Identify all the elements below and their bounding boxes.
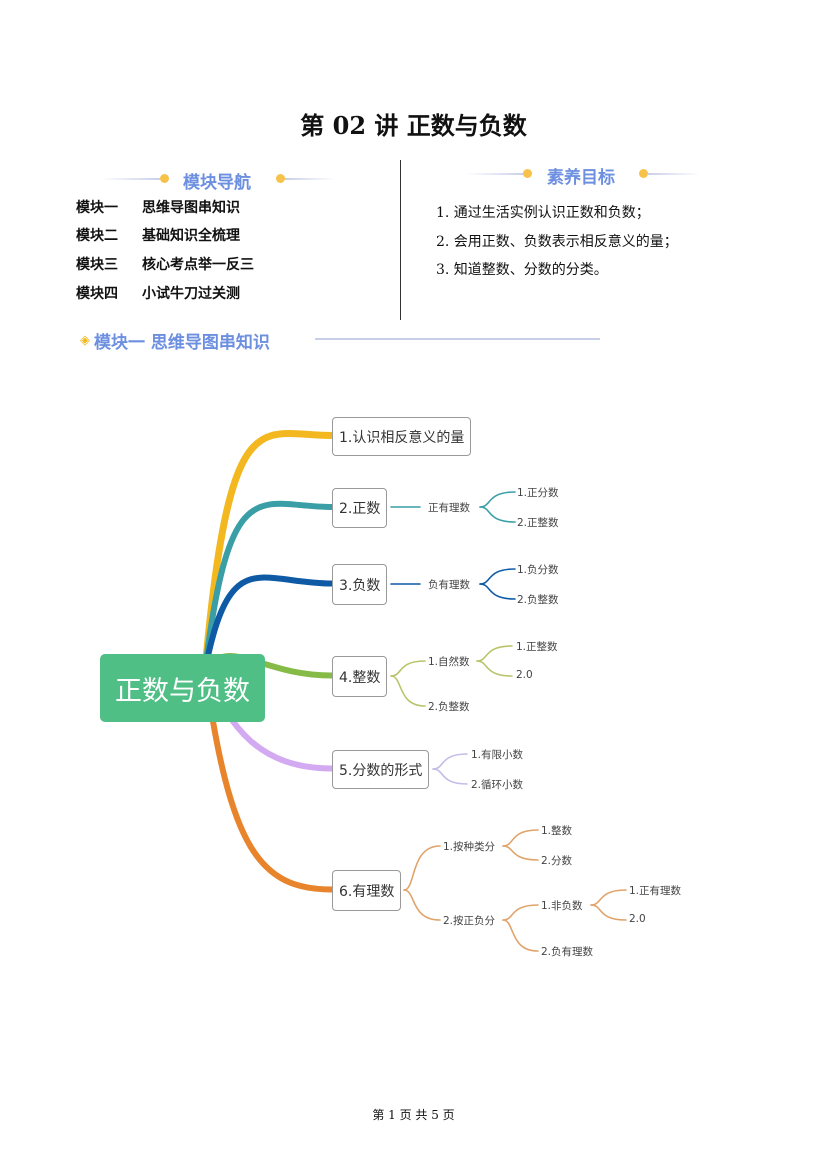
connector <box>403 889 441 921</box>
nav-module: 模块一 <box>76 200 118 216</box>
mindmap-leaf[interactable]: 1.正有理数 <box>629 885 682 897</box>
nav-name: 小试牛刀过关测 <box>142 286 240 302</box>
connector <box>476 645 513 662</box>
nav-item[interactable]: 模块一 思维导图串知识 <box>76 197 240 217</box>
mindmap-leaf[interactable]: 正有理数 <box>428 502 470 514</box>
mindmap-leaf[interactable]: 1.有限小数 <box>471 749 524 761</box>
mindmap-leaf[interactable]: 1.按种类分 <box>443 841 496 853</box>
connector <box>476 660 513 677</box>
connector <box>432 753 468 770</box>
connector <box>590 904 627 921</box>
nav-item[interactable]: 模块三 核心考点举一反三 <box>76 254 254 274</box>
mindmap-leaf[interactable]: 1.自然数 <box>428 656 470 668</box>
mindmap-leaf[interactable]: 2.负整数 <box>517 594 559 606</box>
dot-icon <box>160 174 169 183</box>
mindmap-leaf[interactable]: 2.0 <box>516 669 533 681</box>
mindmap-branch[interactable]: 6.有理数 <box>332 870 402 911</box>
connector <box>590 889 627 906</box>
goal-item: 3. 知道整数、分数的分类。 <box>436 262 608 278</box>
connector <box>502 904 539 921</box>
mindmap-leaf[interactable]: 2.按正负分 <box>443 915 496 927</box>
connector <box>403 845 441 891</box>
mindmap-leaf[interactable]: 1.非负数 <box>541 900 583 912</box>
nav-item[interactable]: 模块二 基础知识全梳理 <box>76 225 240 245</box>
dot-icon <box>639 169 648 178</box>
nav-name: 思维导图串知识 <box>142 200 240 216</box>
mindmap-branch[interactable]: 2.正数 <box>332 488 388 528</box>
mindmap-root[interactable]: 正数与负数 <box>100 654 265 722</box>
mindmap-leaf[interactable]: 1.正分数 <box>517 487 559 499</box>
connector <box>479 506 516 523</box>
divider <box>315 338 600 340</box>
mindmap-leaf[interactable]: 1.整数 <box>541 825 573 837</box>
nav-item[interactable]: 模块四 小试牛刀过关测 <box>76 283 240 303</box>
connector <box>479 491 516 508</box>
mindmap-leaf[interactable]: 1.负分数 <box>517 564 559 576</box>
mindmap-branch[interactable]: 4.整数 <box>332 656 388 697</box>
divider <box>465 173 525 175</box>
goal-item: 2. 会用正数、负数表示相反意义的量； <box>436 234 678 250</box>
goal-item: 1. 通过生活实例认识正数和负数； <box>436 205 650 221</box>
connector <box>390 660 426 677</box>
page-title: 第 02 讲 正数与负数 <box>300 111 527 140</box>
connector <box>432 768 468 785</box>
goals-heading: 素养目标 <box>547 168 615 188</box>
mindmap-branch[interactable]: 1.认识相反意义的量 <box>332 417 472 456</box>
mindmap-leaf[interactable]: 2.分数 <box>541 855 573 867</box>
connector <box>479 568 516 585</box>
column-divider <box>400 160 401 320</box>
mindmap-leaf[interactable]: 2.循环小数 <box>471 779 524 791</box>
connector <box>202 500 335 673</box>
nav-module: 模块四 <box>76 286 118 302</box>
nav-name: 核心考点举一反三 <box>142 257 254 273</box>
mindmap-leaf[interactable]: 2.0 <box>629 913 646 925</box>
dot-icon <box>276 174 285 183</box>
mindmap-branch[interactable]: 5.分数的形式 <box>332 750 430 789</box>
connector <box>201 430 336 674</box>
double-chevron-icon: ◈ <box>80 333 90 348</box>
nav-module: 模块三 <box>76 257 118 273</box>
connector <box>202 667 335 893</box>
nav-name: 基础知识全梳理 <box>142 228 240 244</box>
connector <box>479 583 516 600</box>
mindmap-leaf[interactable]: 1.正整数 <box>516 641 558 653</box>
divider <box>100 178 160 180</box>
mindmap-leaf[interactable]: 2.负整数 <box>428 701 470 713</box>
mindmap-leaf[interactable]: 2.正整数 <box>517 517 559 529</box>
nav-heading: 模块导航 <box>183 173 251 193</box>
mindmap-branch[interactable]: 3.负数 <box>332 564 388 605</box>
connector <box>502 845 539 861</box>
mindmap-leaf[interactable]: 负有理数 <box>428 579 470 591</box>
connector <box>502 919 539 952</box>
connector <box>502 829 539 847</box>
page-footer: 第 1 页 共 5 页 <box>372 1108 455 1122</box>
connector <box>202 574 335 673</box>
mindmap-leaf[interactable]: 2.负有理数 <box>541 946 594 958</box>
connector <box>390 675 426 707</box>
section-title: 模块一 思维导图串知识 <box>94 333 270 353</box>
dot-icon <box>523 169 532 178</box>
nav-module: 模块二 <box>76 228 118 244</box>
section-heading: ◈ 模块一 思维导图串知识 <box>80 328 270 353</box>
